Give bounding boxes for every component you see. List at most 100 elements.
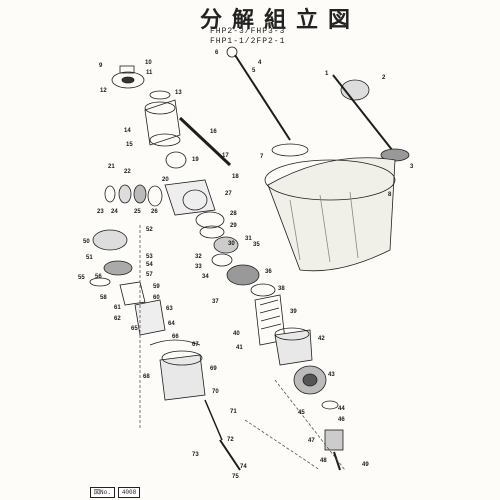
- part-number: 23: [97, 209, 104, 215]
- coupling-47: [324, 429, 344, 451]
- part-number: 6: [215, 50, 219, 56]
- disc-7: [271, 143, 309, 157]
- part-number: 37: [212, 299, 219, 305]
- part-number: 42: [318, 336, 325, 342]
- part-number: 16: [210, 129, 217, 135]
- part-number: 49: [362, 462, 369, 468]
- part-number: 61: [114, 305, 121, 311]
- cylinder-42: [274, 329, 313, 366]
- part-number: 56: [95, 274, 102, 280]
- part-number: 28: [230, 211, 237, 217]
- part-number: 66: [172, 334, 179, 340]
- part-number: 21: [108, 164, 115, 170]
- rotor-34: [226, 264, 260, 286]
- part-number: 44: [338, 406, 345, 412]
- part-number: 31: [245, 236, 252, 242]
- motor-shaft-1: [332, 74, 401, 161]
- part-number: 54: [146, 262, 153, 268]
- hose-67: [149, 339, 201, 346]
- part-number: 65: [131, 326, 138, 332]
- part-number: 15: [126, 142, 133, 148]
- part-number: 17: [222, 153, 229, 159]
- part-number: 53: [146, 254, 153, 260]
- part-number: 69: [210, 366, 217, 372]
- part-number: 2: [382, 75, 386, 81]
- part-number: 55: [78, 275, 85, 281]
- part-number: 48: [320, 458, 327, 464]
- model-subtitle-1: FHP2-3/FHP3-3: [210, 27, 286, 36]
- part-number: 26: [151, 209, 158, 215]
- part-number: 75: [232, 474, 239, 480]
- part-number: 52: [146, 227, 153, 233]
- part-number: 67: [192, 342, 199, 348]
- washer-33: [211, 253, 233, 267]
- part-number: 1: [325, 71, 329, 77]
- part-number: 33: [195, 264, 202, 270]
- gasket-29: [199, 225, 225, 239]
- bearing-ball: [165, 151, 187, 169]
- part-number: 58: [100, 295, 107, 301]
- washer-57: [89, 277, 111, 287]
- part-number: 9: [99, 63, 103, 69]
- part-number: 63: [166, 306, 173, 312]
- casing-68: [159, 354, 206, 401]
- part-number: 35: [253, 242, 260, 248]
- part-number: 40: [233, 331, 240, 337]
- part-number: 8: [388, 192, 392, 198]
- seal-ring-25: [133, 184, 147, 204]
- part-number: 68: [143, 374, 150, 380]
- part-number: 11: [146, 70, 153, 76]
- o-ring-38: [250, 283, 276, 297]
- part-number: 43: [328, 372, 335, 378]
- part-number: 57: [146, 272, 153, 278]
- part-number: 64: [168, 321, 175, 327]
- part-number: 45: [298, 410, 305, 416]
- lever-71: [204, 399, 223, 441]
- washer-44: [321, 400, 339, 410]
- part-number: 59: [153, 284, 160, 290]
- drawing-code-box: 図No. 4008: [90, 487, 141, 498]
- part-number: 36: [265, 269, 272, 275]
- part-number: 74: [240, 464, 247, 470]
- part-number: 46: [338, 417, 345, 423]
- gear-wheel-52: [103, 260, 133, 276]
- cone-shroud-8: [267, 157, 396, 272]
- model-subtitle-2: FHP1-1/2FP2-1: [210, 37, 286, 46]
- seal-ring-23: [104, 185, 116, 203]
- part-number: 14: [124, 128, 131, 134]
- tie-rod-5: [234, 54, 291, 141]
- part-number: 29: [230, 223, 237, 229]
- part-number: 30: [228, 241, 235, 247]
- drawing-code-value: 4008: [117, 487, 141, 498]
- lower-shaft: [333, 451, 341, 471]
- part-number: 73: [192, 452, 199, 458]
- part-number: 18: [232, 174, 239, 180]
- top-cap-flange: [111, 71, 145, 89]
- part-number: 38: [278, 286, 285, 292]
- part-number: 19: [192, 157, 199, 163]
- part-number: 34: [202, 274, 209, 280]
- part-number: 27: [225, 191, 232, 197]
- part-number: 71: [230, 409, 237, 415]
- pump-head: [164, 179, 216, 216]
- part-number: 50: [83, 239, 90, 245]
- part-number: 60: [153, 295, 160, 301]
- part-number: 5: [252, 68, 256, 74]
- part-number: 7: [260, 154, 264, 160]
- part-number: 70: [212, 389, 219, 395]
- part-number: 62: [114, 316, 121, 322]
- part-number: 47: [308, 438, 315, 444]
- part-number: 22: [124, 169, 131, 175]
- part-number: 13: [175, 90, 182, 96]
- motor-housing: [144, 99, 181, 146]
- part-number-labels: 1 2 3 4 5 6 7 8 9 10 11 12 13 14 15 16 1…: [97, 50, 414, 247]
- part-number: 41: [236, 345, 243, 351]
- drawing-code-label: 図No.: [90, 487, 115, 498]
- bushing-61: [134, 299, 166, 336]
- part-number: 4: [258, 60, 262, 66]
- gasket-28: [195, 211, 225, 229]
- gear-block-59: [119, 281, 146, 306]
- diagram-title: 分解組立図: [199, 8, 360, 33]
- seal-ring-26: [147, 185, 163, 207]
